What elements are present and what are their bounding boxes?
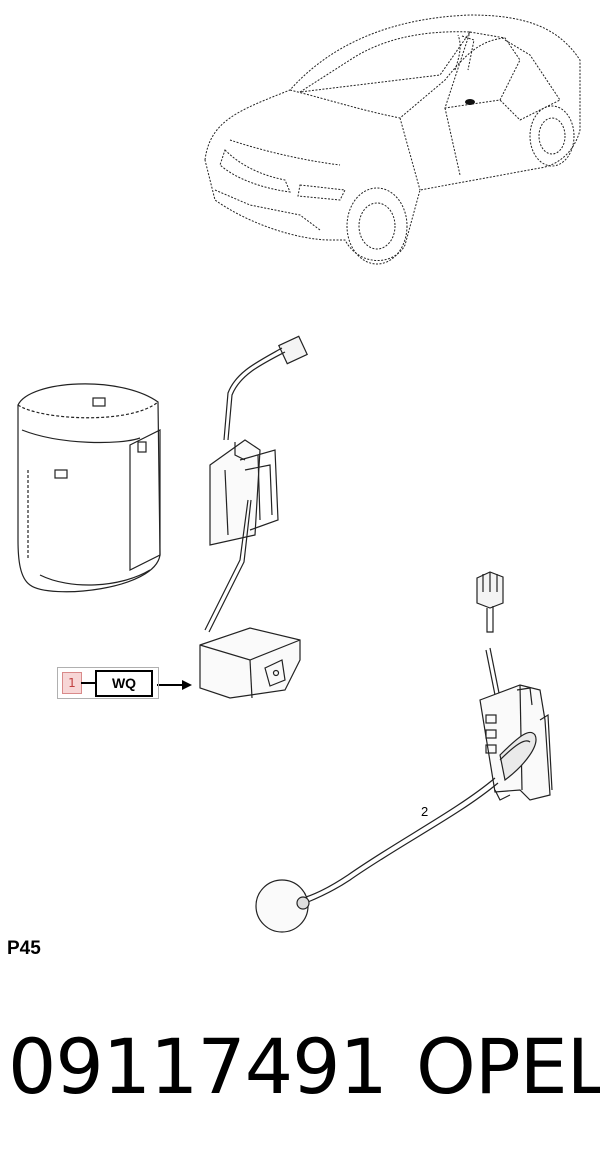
fuel-reservoir bbox=[17, 383, 161, 593]
fuel-pump-module bbox=[199, 627, 301, 699]
page-code: P45 bbox=[7, 938, 41, 959]
callout-wq[interactable]: 1 WQ bbox=[57, 667, 159, 699]
level-sender bbox=[255, 571, 553, 933]
callout-connector bbox=[81, 682, 96, 684]
part-label: 2 bbox=[421, 804, 429, 819]
footer: 09117491 OPEL bbox=[8, 1022, 600, 1132]
callout-code: WQ bbox=[95, 670, 153, 697]
part-number: 09117491 bbox=[8, 1022, 388, 1111]
callout-arrow-head bbox=[182, 680, 192, 690]
sender-unit bbox=[204, 335, 308, 633]
parts-diagram bbox=[17, 14, 581, 933]
fuel-tank-marker bbox=[465, 99, 475, 105]
callout-frame bbox=[57, 667, 159, 699]
brand-name: OPEL bbox=[416, 1022, 600, 1111]
callout-index: 1 bbox=[62, 672, 82, 694]
car-illustration bbox=[204, 14, 581, 265]
